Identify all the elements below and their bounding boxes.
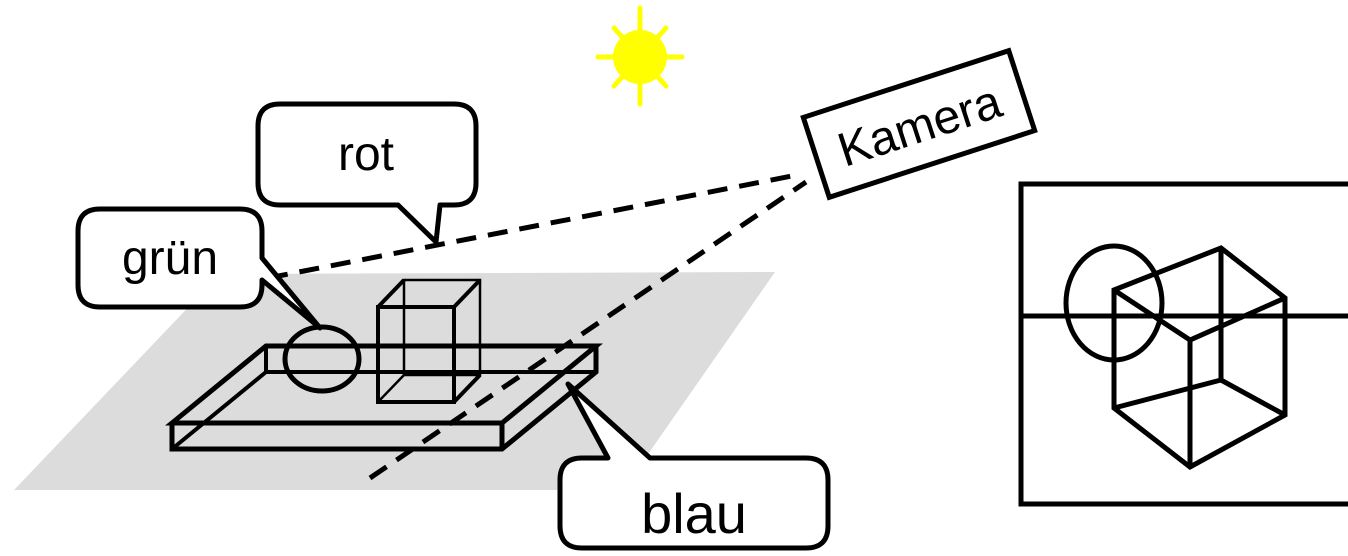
sun-icon [595,5,685,107]
camera-sight-lines [267,173,808,481]
callout-gruen-label: grün [122,232,218,285]
ground-plane [14,272,775,490]
red-box [376,278,482,404]
blue-slab [165,343,603,452]
callout-blau-label: blau [641,482,747,545]
callout-blau: blau [557,381,831,551]
callout-rot-label: rot [338,128,394,181]
projected-cube [1111,245,1288,470]
callout-gruen: grün [75,206,323,331]
camera-image-frame [1018,181,1348,507]
camera-box: Kamera [800,47,1038,201]
callout-rot: rot [255,101,479,245]
